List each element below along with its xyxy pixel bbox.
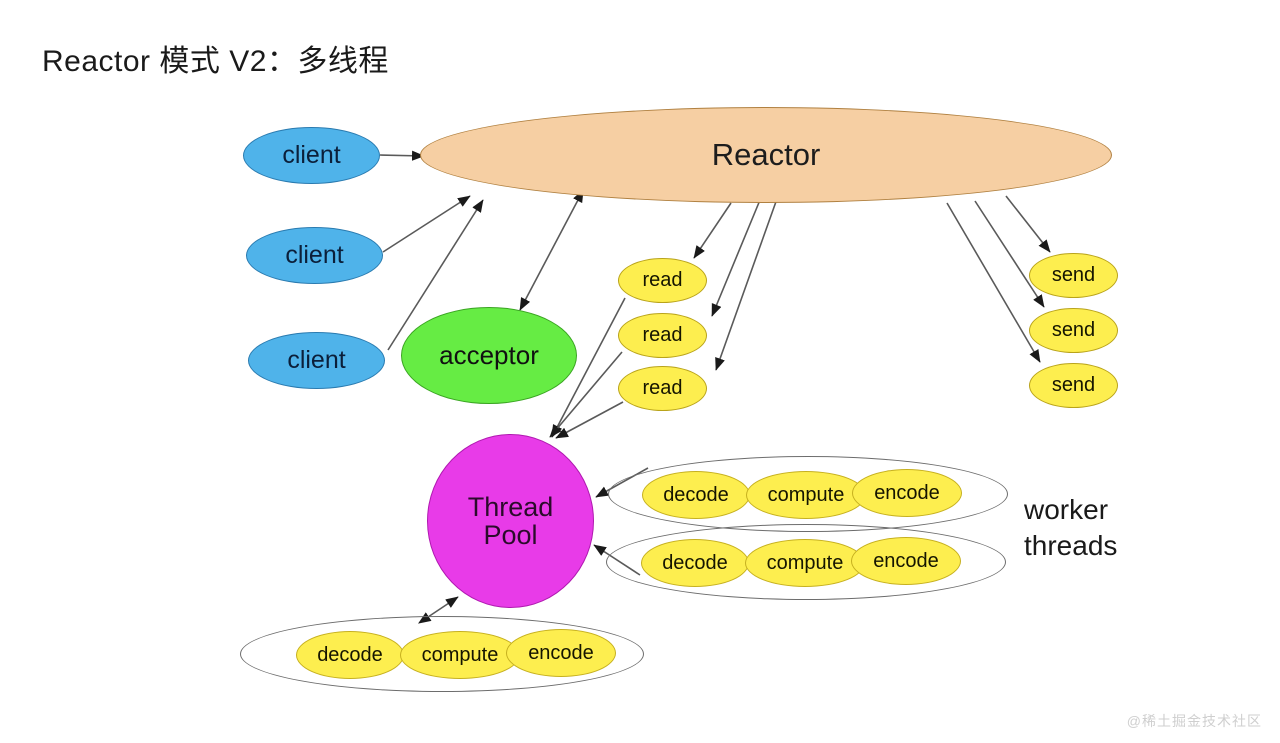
node-client-3[interactable]: client (248, 332, 385, 389)
edge-reactor-send2 (974, 200, 1045, 308)
node-read-2[interactable]: read (618, 313, 707, 358)
node-read-2-label: read (642, 324, 683, 346)
node-acceptor-label: acceptor (439, 339, 539, 370)
node-acceptor[interactable]: acceptor (401, 307, 577, 404)
edge-reactor-read1 (693, 202, 732, 259)
edge-client3-reactor (387, 199, 484, 351)
node-client-1[interactable]: client (243, 127, 380, 184)
edge-reactor-send3 (946, 202, 1041, 363)
edge-reactor-read3 (715, 195, 779, 371)
node-send-2-label: send (1051, 319, 1096, 341)
node-compute-1-label: compute (767, 483, 845, 506)
node-thread-pool[interactable]: Thread Pool (427, 434, 594, 608)
node-reactor[interactable]: Reactor (420, 107, 1112, 203)
edge-read3-threadpool (555, 401, 624, 439)
node-client-2-label: client (285, 241, 344, 270)
edge-reactor-acceptor (519, 189, 584, 311)
node-send-1-label: send (1051, 264, 1096, 286)
node-encode-1[interactable]: encode (852, 469, 962, 517)
node-compute-3[interactable]: compute (400, 631, 520, 679)
node-compute-2-label: compute (766, 551, 844, 574)
node-encode-3[interactable]: encode (506, 629, 616, 677)
node-thread-pool-label-line1: Thread (467, 491, 554, 522)
edge-worker3-threadpool (418, 596, 459, 624)
node-decode-1-label: decode (663, 483, 729, 506)
worker-group-2[interactable]: decode compute encode (606, 524, 1006, 600)
node-reactor-label: Reactor (711, 136, 821, 172)
node-encode-1-label: encode (874, 481, 940, 504)
slide-title: Reactor 模式 V2：多线程 (42, 45, 389, 78)
worker-group-1[interactable]: decode compute encode (608, 456, 1008, 532)
node-thread-pool-label-line2: Pool (483, 520, 538, 550)
node-compute-3-label: compute (421, 643, 499, 666)
edge-client2-reactor (382, 195, 471, 253)
node-compute-2[interactable]: compute (745, 539, 865, 587)
node-client-2[interactable]: client (246, 227, 383, 284)
edge-read1-threadpool (551, 297, 626, 438)
node-send-3[interactable]: send (1029, 363, 1118, 408)
worker-group-3[interactable]: decode compute encode (240, 616, 644, 692)
node-send-2[interactable]: send (1029, 308, 1118, 353)
node-encode-3-label: encode (528, 641, 594, 664)
node-client-3-label: client (287, 346, 346, 375)
node-decode-1[interactable]: decode (642, 471, 750, 519)
watermark: @稀土掘金技术社区 (1126, 713, 1262, 729)
node-encode-2[interactable]: encode (851, 537, 961, 585)
node-encode-2-label: encode (873, 549, 939, 572)
node-decode-2-label: decode (662, 551, 728, 574)
edge-reactor-read2 (711, 199, 761, 317)
worker-threads-label: worker threads (1024, 492, 1117, 564)
node-read-1[interactable]: read (618, 258, 707, 303)
node-decode-3-label: decode (317, 643, 383, 666)
edge-read2-threadpool (549, 351, 623, 438)
node-read-1-label: read (642, 269, 683, 291)
node-decode-2[interactable]: decode (641, 539, 749, 587)
node-compute-1[interactable]: compute (746, 471, 866, 519)
edge-reactor-send1 (1005, 195, 1051, 253)
worker-threads-label-line1: worker (1024, 494, 1109, 525)
node-send-3-label: send (1051, 374, 1096, 396)
edge-client1-reactor (379, 150, 425, 161)
node-send-1[interactable]: send (1029, 253, 1118, 298)
node-read-3[interactable]: read (618, 366, 707, 411)
worker-threads-label-line2: threads (1024, 529, 1118, 561)
node-decode-3[interactable]: decode (296, 631, 404, 679)
node-read-3-label: read (642, 377, 683, 399)
node-client-1-label: client (282, 141, 341, 170)
